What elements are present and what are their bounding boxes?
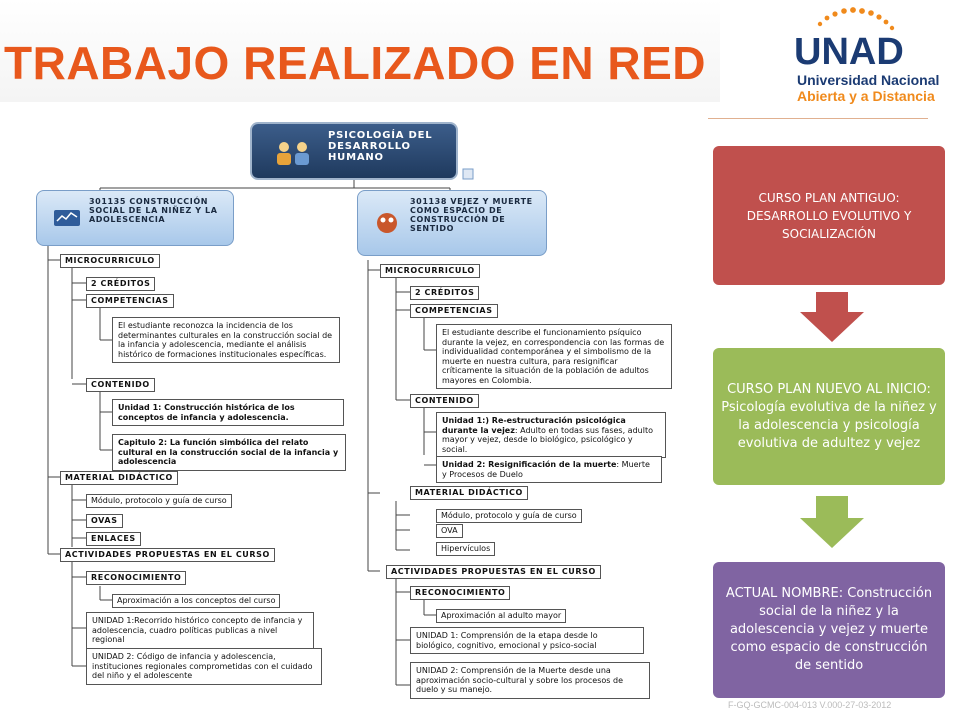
left-microcurriculo: MICROCURRICULO xyxy=(60,254,160,268)
right-contenido: CONTENIDO xyxy=(410,394,479,408)
root-node: PSICOLOGÍA DEL DESARROLLO HUMANO xyxy=(250,122,458,180)
concept-map: PSICOLOGÍA DEL DESARROLLO HUMANO 301135 … xyxy=(0,110,700,710)
logo-line1: Universidad Nacional xyxy=(797,72,940,88)
page-title: TRABAJO REALIZADO EN RED xyxy=(4,37,707,89)
branch-right: 301138 VEJEZ Y MUERTE COMO ESPACIO DE CO… xyxy=(357,190,547,256)
right-ova: OVA xyxy=(436,524,463,538)
right-actividades: ACTIVIDADES PROPUESTAS EN EL CURSO xyxy=(386,565,601,579)
right-material: MATERIAL DIDÁCTICO xyxy=(410,486,528,500)
chart-icon xyxy=(54,210,80,226)
title-bar: TRABAJO REALIZADO EN RED xyxy=(0,0,720,102)
down-arrow-icon xyxy=(800,292,864,342)
branch-left-label: 301135 CONSTRUCCIÓN SOCIAL DE LA NIÑEZ Y… xyxy=(89,197,218,224)
left-actividades: ACTIVIDADES PROPUESTAS EN EL CURSO xyxy=(60,548,275,562)
left-act-unidad1: UNIDAD 1:Recorrido histórico concepto de… xyxy=(86,612,314,649)
footer-code: F-GQ-GCMC-004-013 V.000-27-03-2012 xyxy=(728,700,892,710)
left-act-unidad2: UNIDAD 2: Código de infancia y adolescen… xyxy=(86,648,322,685)
right-aproximacion: Aproximación al adulto mayor xyxy=(436,609,567,623)
flow-step-1-text: CURSO PLAN ANTIGUO: DESARROLLO EVOLUTIVO… xyxy=(746,190,912,241)
connector-lines xyxy=(47,180,451,686)
note-icon xyxy=(462,168,474,180)
left-contenido: CONTENIDO xyxy=(86,378,155,392)
left-competencias: COMPETENCIAS xyxy=(86,294,174,308)
flow-step-1: CURSO PLAN ANTIGUO: DESARROLLO EVOLUTIVO… xyxy=(713,146,945,285)
root-label: PSICOLOGÍA DEL DESARROLLO HUMANO xyxy=(328,130,433,163)
left-capitulo2: Capitulo 2: La función simbólica del rel… xyxy=(112,434,346,471)
right-unidad2: Unidad 2: Resignificación de la muerte: … xyxy=(436,456,662,483)
left-ovas: OVAS xyxy=(86,514,123,528)
right-hipervinculos: Hipervículos xyxy=(436,542,496,556)
branch-left: 301135 CONSTRUCCIÓN SOCIAL DE LA NIÑEZ Y… xyxy=(36,190,234,246)
unad-logo: UNAD xyxy=(794,7,904,73)
left-modulo: Módulo, protocolo y guía de curso xyxy=(86,494,232,508)
left-enlaces: ENLACES xyxy=(86,532,141,546)
branch-right-label: 301138 VEJEZ Y MUERTE COMO ESPACIO DE CO… xyxy=(410,197,533,233)
right-microcurriculo: MICROCURRICULO xyxy=(380,264,480,278)
right-modulo: Módulo, protocolo y guía de curso xyxy=(436,509,582,523)
right-competencias-text: El estudiante describe el funcionamiento… xyxy=(436,324,672,389)
right-act-unidad1: UNIDAD 1: Comprensión de la etapa desde … xyxy=(410,627,644,654)
down-arrow-icon xyxy=(800,496,864,548)
right-creditos: 2 CRÉDITOS xyxy=(410,286,480,300)
left-unidad1: Unidad 1: Construcción histórica de los … xyxy=(112,399,344,426)
left-creditos: 2 CRÉDITOS xyxy=(86,277,156,291)
right-act-unidad2: UNIDAD 2: Comprensión de la Muerte desde… xyxy=(410,662,650,699)
flow-step-3-text: ACTUAL NOMBRE: Construcción social de la… xyxy=(725,586,933,673)
people-icon xyxy=(277,142,309,165)
logo-mark: UNAD xyxy=(794,31,904,73)
flow-step-3: ACTUAL NOMBRE: Construcción social de la… xyxy=(713,562,945,698)
flow-step-2: CURSO PLAN NUEVO AL INICIO: Psicología e… xyxy=(713,348,945,485)
right-unidad1: Unidad 1:) Re-estructuración psicológica… xyxy=(436,412,666,458)
divider xyxy=(708,118,928,119)
left-reconocimiento: RECONOCIMIENTO xyxy=(86,571,187,585)
flow-step-2-text: CURSO PLAN NUEVO AL INICIO: Psicología e… xyxy=(721,381,937,451)
left-competencias-text: El estudiante reconozca la incidencia de… xyxy=(112,317,340,363)
figures-icon xyxy=(377,213,397,233)
logo-line2: Abierta y a Distancia xyxy=(797,88,935,104)
left-aproximacion: Aproximación a los conceptos del curso xyxy=(112,594,281,608)
right-reconocimiento: RECONOCIMIENTO xyxy=(410,586,511,600)
left-material: MATERIAL DIDÁCTICO xyxy=(60,471,178,485)
right-competencias: COMPETENCIAS xyxy=(410,304,498,318)
